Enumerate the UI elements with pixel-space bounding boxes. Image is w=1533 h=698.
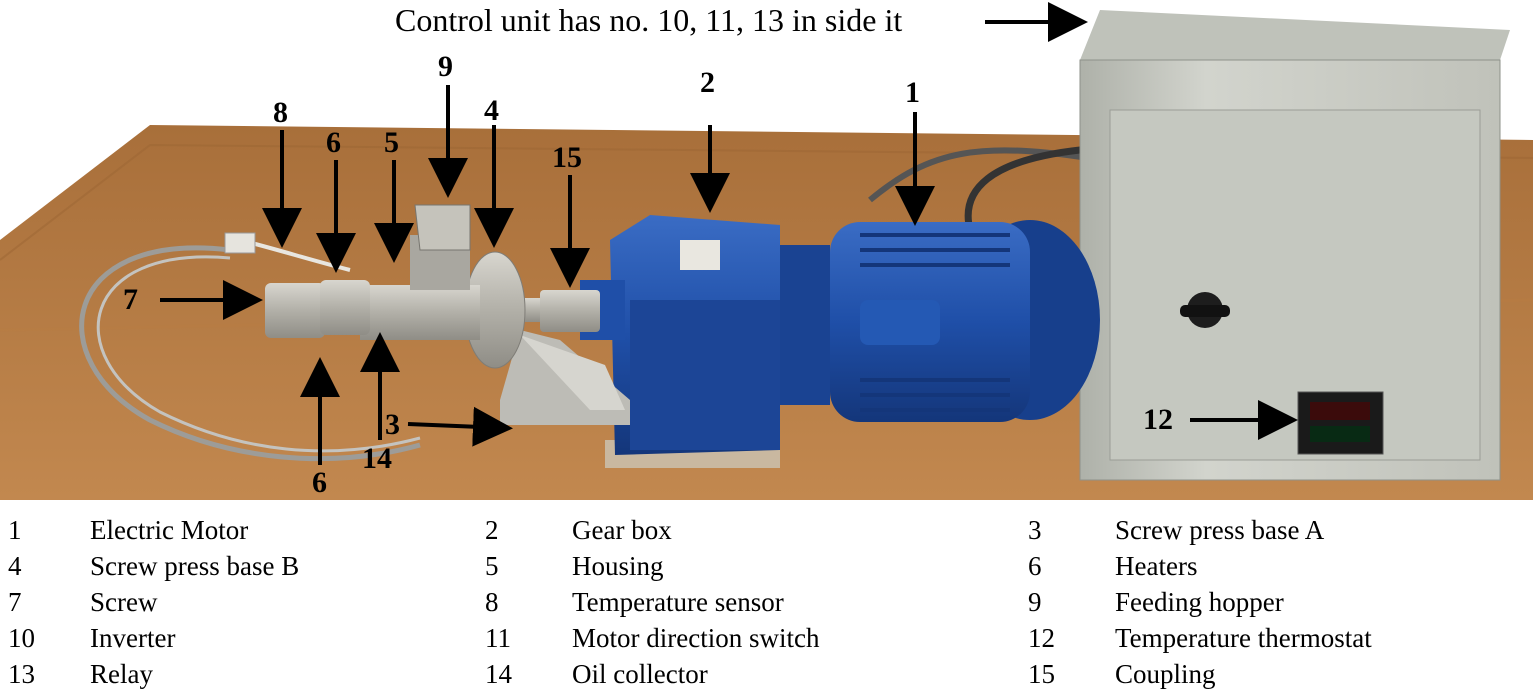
legend-label: Temperature thermostat [1115,623,1372,653]
legend-label: Inverter [90,623,176,653]
callout-7: 7 [123,283,138,316]
heater-cable [79,245,421,462]
legend-row: 7 Screw 8 Temperature sensor 9 Feeding h… [0,587,1533,623]
legend-number: 14 [485,659,512,689]
legend-label: Screw press base A [1115,515,1325,545]
legend-label: Screw press base B [90,551,300,581]
legend-number: 15 [1028,659,1055,689]
legend-row: 13 Relay 14 Oil collector 15 Coupling [0,659,1533,695]
thermostat-display [1297,391,1384,455]
legend-number: 6 [1028,551,1042,581]
callout-3: 3 [385,408,400,441]
legend-label: Gear box [572,515,672,545]
legend-label: Oil collector [572,659,708,689]
legend-number: 1 [8,515,22,545]
legend-number: 7 [8,587,22,617]
callout-9: 9 [438,50,453,83]
callout-6-bottom: 6 [312,466,327,499]
legend-number: 11 [485,623,511,653]
electric-motor [780,220,1100,422]
legend-number: 5 [485,551,499,581]
legend-number: 10 [8,623,35,653]
callout-arrows [160,2,1298,465]
legend-number: 12 [1028,623,1055,653]
legend-label: Temperature sensor [572,587,784,617]
callout-5: 5 [384,126,399,159]
gearbox-nameplate [680,240,720,270]
legend-label: Heaters [1115,551,1198,581]
legend-row: 4 Screw press base B 5 Housing 6 Heaters [0,551,1533,587]
callout-4: 4 [484,94,499,127]
cable [964,146,1081,231]
legend-number: 3 [1028,515,1042,545]
legend-label: Electric Motor [90,515,249,545]
callout-15: 15 [552,141,582,174]
gear-box [580,215,780,468]
legend-number: 13 [8,659,35,689]
heaters [265,280,370,338]
screw-press-base-a [500,330,630,425]
legend-label: Feeding hopper [1115,587,1284,617]
legend-number: 2 [485,515,499,545]
legend-number: 9 [1028,587,1042,617]
legend-label: Relay [90,659,153,689]
legend-label: Screw [90,587,158,617]
legend-label: Motor direction switch [572,623,820,653]
callout-6-top: 6 [326,126,341,159]
legend-row: 10 Inverter 11 Motor direction switch 12… [0,623,1533,659]
callout-14: 14 [362,442,392,475]
callout-1: 1 [905,76,920,109]
callout-2: 2 [700,66,715,99]
heater-cable [96,255,421,453]
callout-12: 12 [1143,403,1173,436]
feeding-hopper [414,204,471,251]
legend-number: 8 [485,587,499,617]
legend-row: 1 Electric Motor 2 Gear box 3 Screw pres… [0,515,1533,551]
connector [224,232,256,254]
legend-label: Housing [572,551,664,581]
callout-8: 8 [273,96,288,129]
apparatus-photo [0,2,1533,500]
legend-number: 4 [8,551,22,581]
component-legend: 1 Electric Motor 2 Gear box 3 Screw pres… [0,515,1533,698]
legend-label: Coupling [1115,659,1216,689]
control-unit-caption: Control unit has no. 10, 11, 13 in side … [395,2,903,38]
housing [360,204,480,340]
